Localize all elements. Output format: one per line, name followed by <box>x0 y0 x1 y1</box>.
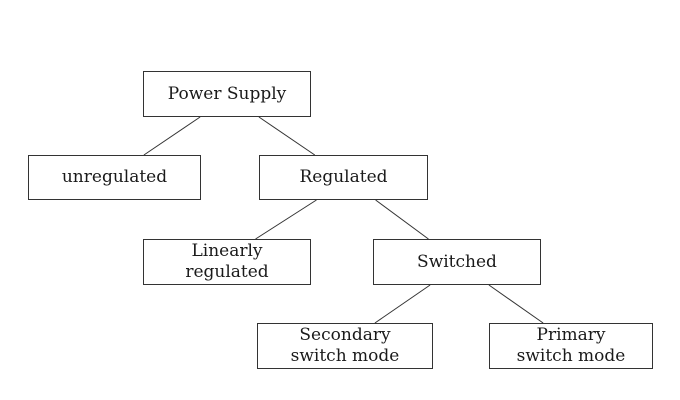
node-label-line-2: switch mode <box>290 346 400 366</box>
connector-switched-to-secondary_switch_mode <box>374 284 431 324</box>
node-unregulated: unregulated <box>28 155 201 200</box>
node-label: Switched <box>417 251 497 272</box>
node-secondary-switch-mode: Secondary switch mode <box>257 323 433 369</box>
node-label-line-2: regulated <box>185 262 269 282</box>
node-label-line-1: Linearly <box>191 241 263 261</box>
connector-regulated-to-linearly_regulated <box>255 199 317 240</box>
node-linearly-regulated: Linearly regulated <box>143 239 311 285</box>
connector-switched-to-primary_switch_mode <box>488 284 544 324</box>
node-power-supply: Power Supply <box>143 71 311 117</box>
connector-power_supply-to-regulated <box>258 116 316 156</box>
connector-regulated-to-switched <box>375 199 429 240</box>
node-label-line-1: Primary <box>536 325 606 345</box>
node-label: Power Supply <box>167 83 287 104</box>
connector-power_supply-to-unregulated <box>143 116 201 156</box>
node-label-line-1: Secondary <box>299 325 391 345</box>
node-label: unregulated <box>61 167 168 187</box>
node-label-line-2: switch mode <box>516 346 626 366</box>
node-primary-switch-mode: Primary switch mode <box>489 323 653 369</box>
node-regulated: Regulated <box>259 155 428 200</box>
node-label: Regulated <box>299 167 388 187</box>
node-switched: Switched <box>373 239 541 285</box>
